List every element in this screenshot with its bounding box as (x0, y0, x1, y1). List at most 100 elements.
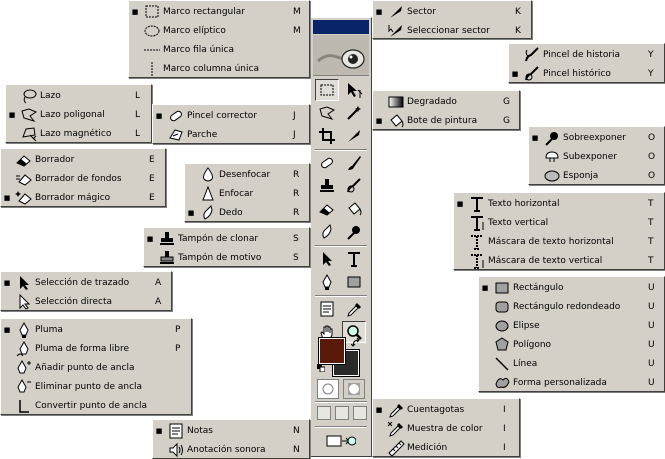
shortcut-key: K (515, 6, 521, 17)
healing-brush-tool[interactable] (315, 152, 339, 174)
move-tool[interactable] (342, 79, 366, 101)
path-selection-icon (13, 274, 35, 291)
active-tool-marker: ■ (3, 325, 11, 334)
flyout-item-convert-anchor[interactable]: Convertir punto de ancla (1, 396, 191, 415)
shortcut-key: A (155, 277, 162, 288)
path-selection-tool[interactable] (315, 248, 339, 270)
flyout-item-label: Máscara de texto vertical (488, 255, 603, 266)
hand-tool[interactable] (315, 321, 339, 343)
standard-mode-button[interactable] (317, 379, 339, 399)
pattern-stamp-icon (156, 249, 178, 266)
slice-tool[interactable] (342, 125, 366, 147)
slice-icon (385, 3, 407, 20)
flyout-item-label: Parche (187, 129, 218, 140)
flyout-item-add-anchor[interactable]: Añadir punto de ancla (1, 358, 191, 377)
foreground-color-swatch[interactable] (318, 337, 346, 365)
smudge-tool[interactable] (315, 221, 339, 243)
pen-tool[interactable] (315, 271, 339, 293)
active-tool-marker: ■ (131, 7, 139, 16)
rect-marquee-tool[interactable] (315, 79, 339, 101)
shape-tool[interactable] (342, 271, 366, 293)
brush-tool[interactable] (342, 152, 366, 174)
clone-stamp-tool[interactable] (315, 175, 339, 197)
toolbox-title-bar[interactable] (313, 20, 369, 34)
type-tool[interactable] (342, 248, 366, 270)
patch-icon (165, 126, 187, 143)
paint-bucket-icon (385, 112, 407, 129)
flyout-item-single-column-marquee[interactable]: Marco columna única (129, 59, 309, 78)
path-selection-icon (323, 252, 332, 266)
clone-stamp-icon (320, 179, 334, 192)
flyout-item-delete-anchor[interactable]: Eliminar punto de ancla (1, 377, 191, 396)
shortcut-key: M (293, 25, 301, 36)
shortcut-key: Y (648, 68, 654, 79)
eraser-tool[interactable] (315, 198, 339, 220)
toolbox-logo[interactable] (313, 35, 369, 76)
history-brush-tool[interactable] (342, 175, 366, 197)
shortcut-key: O (648, 151, 656, 162)
jump-to-imageready-button[interactable] (319, 430, 363, 452)
flyout-item-label: Rectángulo (513, 282, 564, 293)
lasso-tool[interactable] (315, 102, 339, 124)
notes-tool[interactable] (315, 298, 339, 320)
default-colors-icon[interactable] (317, 364, 325, 372)
full-screen-menu-mode-button[interactable] (335, 406, 349, 420)
flyout-item-single-row-marquee[interactable]: Marco fila única (129, 40, 309, 59)
full-screen-mode-button[interactable] (353, 406, 367, 420)
standard-screen-mode-button[interactable] (317, 406, 331, 420)
crop-tool[interactable] (315, 125, 339, 147)
dodge-tool[interactable] (342, 221, 366, 243)
toolbox-separator (315, 295, 367, 297)
swap-colors-icon[interactable] (351, 338, 361, 348)
quick-mask-button[interactable] (343, 379, 365, 399)
magic-wand-tool[interactable] (342, 102, 366, 124)
zoom-tool[interactable] (342, 321, 366, 343)
paint-bucket-tool[interactable] (342, 198, 366, 220)
eyedropper-tool[interactable] (342, 298, 366, 320)
